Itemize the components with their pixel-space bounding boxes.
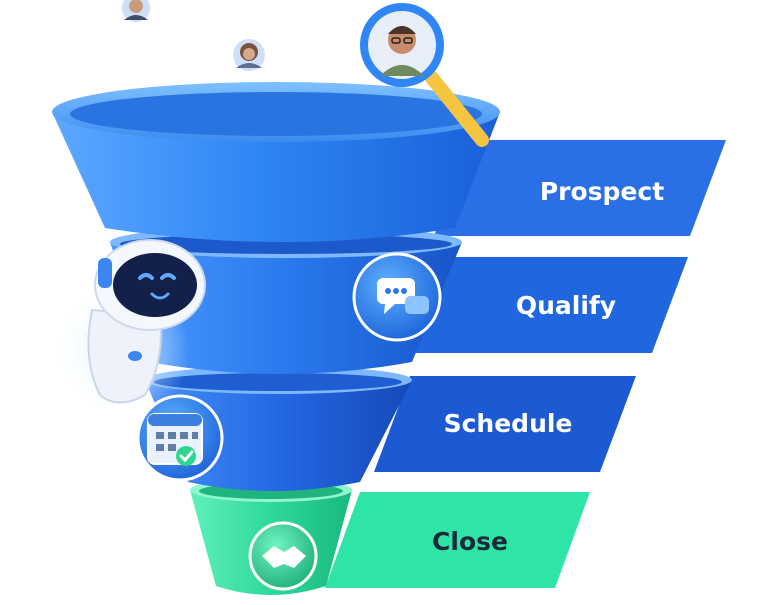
avatar-woman-icon — [231, 37, 267, 73]
stage-label-close: Close — [432, 527, 508, 556]
avatar-man-icon — [120, 0, 152, 24]
chat-bubble-icon — [352, 252, 442, 342]
avatar-man-glasses-icon — [360, 3, 489, 147]
stage-banner-prospect: Prospect — [434, 140, 726, 236]
robot-mascot-icon — [50, 239, 206, 420]
stage-label-qualify: Qualify — [516, 291, 616, 320]
stage-label-prospect: Prospect — [540, 177, 664, 206]
stage-label-schedule: Schedule — [444, 409, 573, 438]
calendar-check-icon — [136, 394, 224, 482]
stage-banner-qualify: Qualify — [409, 257, 688, 353]
stage-banner-close: Close — [325, 492, 590, 588]
handshake-icon — [248, 521, 318, 591]
stage-banner-schedule: Schedule — [374, 376, 636, 472]
funnel-tier-prospect — [52, 82, 500, 242]
